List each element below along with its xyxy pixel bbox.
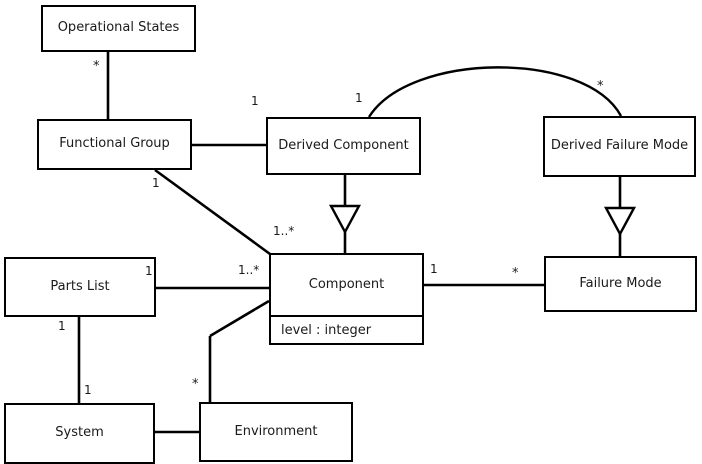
class-name-operational-states: Operational States (57, 20, 180, 36)
multiplicity-component-right: 1 (430, 262, 438, 276)
class-name-system: System (55, 425, 104, 441)
class-name-functional-group: Functional Group (59, 136, 170, 152)
edge-component-environment-diagonal (209, 299, 270, 338)
uml-class-environment[interactable]: Environment (199, 402, 353, 462)
edge-functional-group-component (154, 168, 271, 256)
generalization-triangle-derived-failure-mode (603, 206, 637, 237)
multiplicity-derived-component-arc: 1 (355, 91, 363, 105)
class-name-parts-list: Parts List (50, 278, 110, 294)
uml-class-functional-group[interactable]: Functional Group (37, 119, 192, 170)
multiplicity-failure-mode-left: * (512, 266, 519, 281)
class-name-component: Component (308, 276, 385, 292)
uml-class-component[interactable]: Component level : integer (269, 253, 424, 345)
edge-derived-component-derived-failure-mode-arc (367, 66, 623, 118)
multiplicity-parts-list-right: 1 (145, 264, 153, 278)
uml-class-operational-states[interactable]: Operational States (41, 5, 196, 52)
uml-class-failure-mode[interactable]: Failure Mode (544, 256, 697, 312)
class-name-failure-mode: Failure Mode (579, 275, 662, 291)
multiplicity-parts-list-bottom: 1 (58, 319, 66, 333)
uml-class-system[interactable]: System (4, 403, 155, 464)
multiplicity-functional-group-derived-component: 1 (251, 94, 259, 108)
class-attribute-component-level: level : integer (271, 315, 422, 343)
multiplicity-operational-states-functional-group: * (93, 59, 100, 74)
uml-class-derived-failure-mode[interactable]: Derived Failure Mode (543, 116, 696, 177)
multiplicity-derived-failure-mode-arc: * (597, 79, 604, 94)
class-name-derived-component: Derived Component (278, 137, 409, 153)
multiplicity-functional-group-component-far: 1..* (273, 224, 295, 238)
generalization-triangle-derived-component (328, 204, 362, 235)
multiplicity-functional-group-component-near: 1 (152, 176, 160, 190)
multiplicity-system-top: 1 (84, 383, 92, 397)
class-name-environment: Environment (234, 423, 318, 439)
uml-class-parts-list[interactable]: Parts List (4, 257, 156, 317)
multiplicity-component-left: 1..* (238, 263, 260, 277)
class-name-derived-failure-mode: Derived Failure Mode (550, 138, 689, 154)
uml-class-derived-component[interactable]: Derived Component (266, 117, 421, 175)
multiplicity-environment-top: * (192, 377, 199, 392)
